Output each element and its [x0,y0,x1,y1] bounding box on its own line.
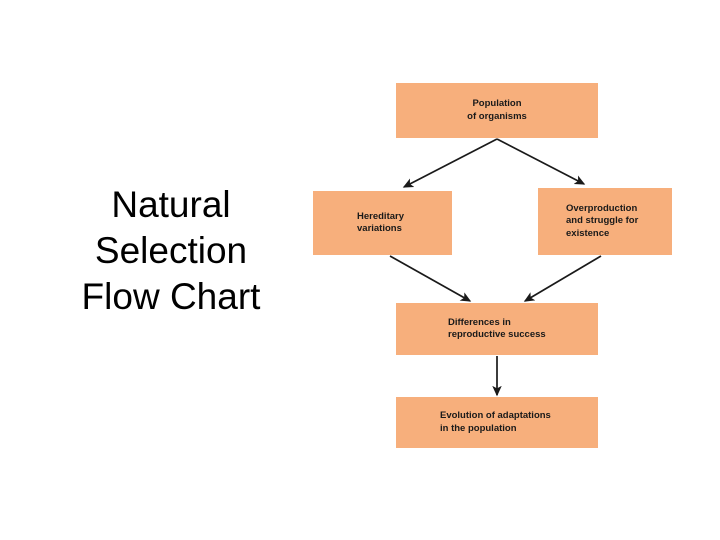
flow-node-hereditary-variations-label: Hereditary variations [357,210,404,235]
flow-node-evolution-of-adaptations-label: Evolution of adaptations in the populati… [440,410,551,434]
flow-node-overproduction-label: Overproduction and struggle for existenc… [566,202,639,239]
flow-node-hereditary-variations[interactable]: Hereditary variations [313,191,452,255]
flow-node-population[interactable]: Population of organisms [396,83,598,138]
arrow-hereditary-to-differences [389,255,472,302]
arrow-population-to-hereditary [402,138,498,188]
flow-node-reproductive-differences[interactable]: Differences in reproductive success [396,303,598,355]
flow-node-population-label: Population of organisms [467,98,527,122]
arrow-overproduction-to-differences [523,255,602,302]
flow-node-overproduction[interactable]: Overproduction and struggle for existenc… [538,188,672,255]
flow-node-reproductive-differences-label: Differences in reproductive success [448,316,546,341]
flow-node-evolution-of-adaptations[interactable]: Evolution of adaptations in the populati… [396,397,598,448]
page-title: Natural Selection Flow Chart [81,184,261,317]
arrow-population-to-overproduction [496,138,586,185]
